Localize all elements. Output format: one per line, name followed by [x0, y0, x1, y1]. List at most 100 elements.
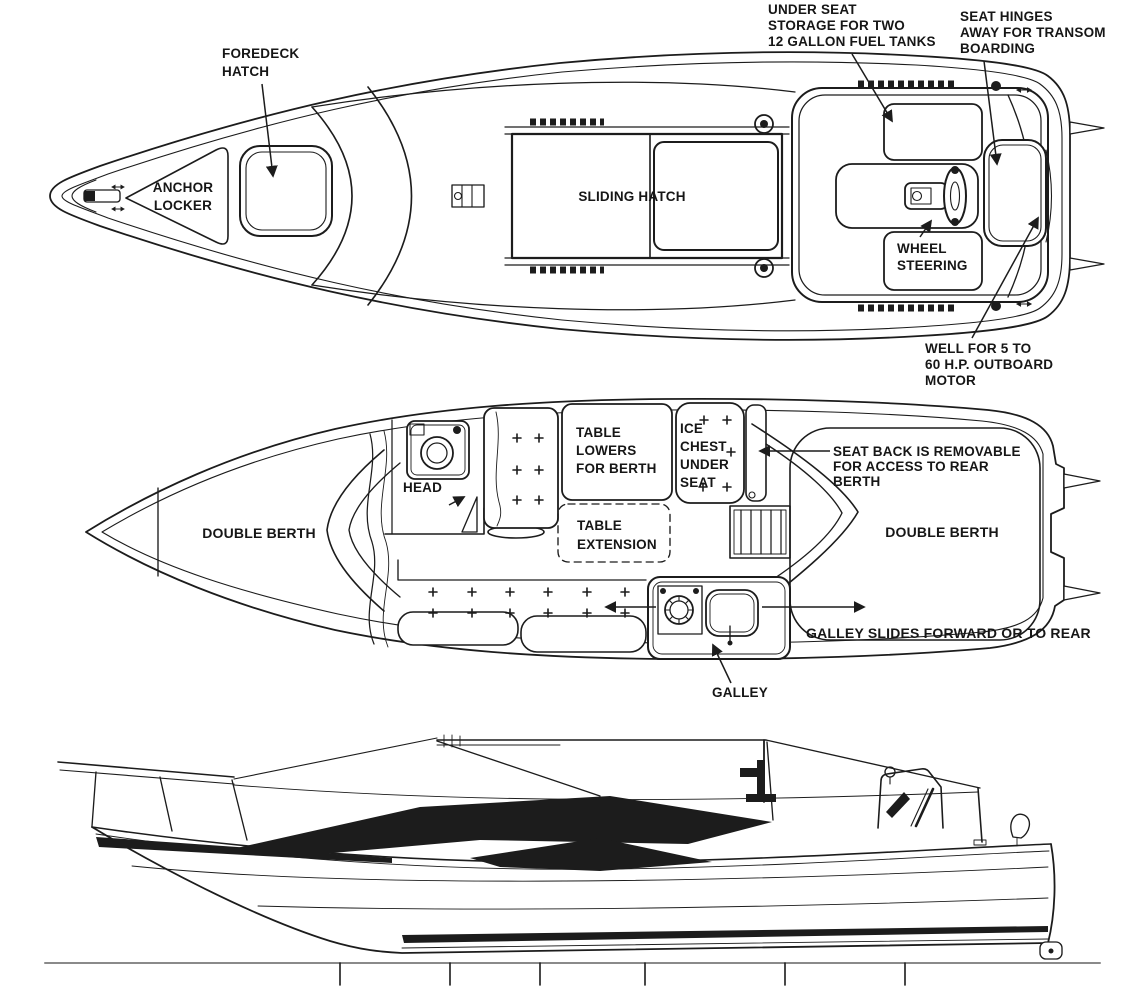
keel-line2 — [401, 938, 1049, 949]
sink-basin-inner — [709, 593, 755, 633]
steering-wheel-icon — [943, 167, 967, 225]
stern-cleat-base — [991, 301, 1001, 311]
sink-drain — [727, 640, 733, 646]
leader-outboard-well — [971, 216, 1039, 339]
steering-wheel-hub — [949, 181, 961, 211]
cockpit-seat-aft — [883, 231, 983, 291]
leader-wheel-steering — [919, 219, 933, 238]
label-ice-chest: UNDER — [680, 457, 729, 472]
mast-step-bars — [461, 184, 473, 208]
vberth-chevron-inner — [348, 462, 401, 598]
label-under-seat-storage: UNDER SEAT — [768, 2, 857, 17]
label-ice-chest: SEAT — [680, 475, 716, 490]
bow-pulpit-rail2 — [59, 769, 235, 785]
mast-fitting — [757, 760, 765, 800]
leader-foredeck-hatch — [261, 83, 278, 178]
toilet-bowl — [420, 436, 454, 470]
windshield-front-edge — [436, 740, 601, 797]
cabin-window-band — [232, 796, 772, 855]
label-wheel-steering: STEERING — [897, 258, 968, 273]
label-anchor-locker: ANCHOR — [153, 180, 213, 195]
cockpit-outline — [791, 87, 1049, 303]
label-seat-back-removable: SEAT BACK IS REMOVABLE — [833, 444, 1021, 459]
head-unit-inner — [410, 424, 466, 476]
settee-cushion — [397, 611, 519, 646]
deck-hull-outline — [49, 51, 1071, 341]
label-double-berth-aft: DOUBLE BERTH — [885, 524, 999, 540]
label-seat-back-removable: BERTH — [833, 474, 881, 489]
label-table-lowers: TABLE — [576, 425, 621, 440]
stove-knob — [693, 588, 699, 594]
label-seat-back-removable: FOR ACCESS TO REAR — [833, 459, 989, 474]
vberth-cushion-drape — [380, 430, 390, 648]
label-ice-chest: CHEST — [680, 439, 727, 454]
windshield-aft-edge — [766, 741, 774, 821]
companionway-steps — [729, 505, 791, 559]
head-corner-fitting — [409, 423, 425, 436]
mast-step — [451, 184, 485, 208]
steering-hub-inner — [910, 187, 932, 205]
leader-galley — [711, 643, 732, 684]
rear-chevron-outer — [751, 423, 859, 613]
cabin-front-arc — [311, 106, 353, 286]
side-deck-line-top — [311, 81, 796, 108]
profile-view — [44, 734, 1101, 986]
cockpit-window-band — [470, 838, 712, 871]
stern-cleat — [1010, 813, 1031, 839]
companionway-step-slats — [740, 509, 782, 555]
bow-cleat-arrow-icon — [110, 184, 126, 190]
transom-seat-cushion — [988, 144, 1042, 242]
rear-chevron-inner — [765, 443, 843, 585]
helm-wheel-line2 — [910, 788, 929, 827]
label-outboard-well: MOTOR — [925, 373, 976, 388]
plus-marks-ice-chest — [698, 415, 736, 492]
label-outboard-well: 60 H.P. OUTBOARD — [925, 357, 1053, 372]
leader-head — [448, 496, 466, 508]
fuel-storage-seat — [883, 103, 983, 161]
pulpit-legs — [91, 771, 248, 841]
dinette-seat-back — [483, 407, 559, 529]
plus-marks-settee — [428, 587, 630, 618]
winch-center — [760, 120, 768, 128]
scale-ticks — [339, 962, 906, 986]
transom-fitting-spike — [1069, 257, 1105, 271]
leader-under-seat-storage — [851, 53, 893, 123]
boottop-stripe — [402, 926, 1048, 943]
head-door-triangle — [461, 496, 478, 533]
bow-pulpit-rail — [57, 761, 235, 778]
label-table-lowers: LOWERS — [576, 443, 636, 458]
aft-seat-back — [745, 404, 767, 502]
deck-plan-view: FOREDECK HATCH UNDER SEAT STORAGE FOR TW… — [49, 2, 1106, 388]
label-head: HEAD — [403, 480, 442, 495]
ice-chest-seat — [675, 402, 745, 504]
toilet-bowl-inner — [426, 442, 448, 464]
motor-well-arc — [1045, 149, 1053, 243]
vberth-cushion-drape — [366, 433, 376, 645]
helm-wheel-line — [914, 787, 935, 828]
bow-cleat-end — [84, 191, 95, 201]
label-foredeck-hatch: FOREDECK — [222, 46, 299, 61]
stove-burner-spokes — [664, 595, 694, 625]
label-galley: GALLEY — [712, 685, 768, 700]
foredeck-hatch-inner — [245, 151, 327, 231]
label-seat-hinges: SEAT HINGES — [960, 9, 1053, 24]
chine-line — [131, 865, 1049, 882]
label-table-extension: TABLE — [577, 518, 622, 533]
windshield-arc — [367, 86, 413, 306]
sliding-hatch-panel — [653, 141, 779, 251]
label-galley-slides: GALLEY SLIDES FORWARD OR TO REAR — [806, 625, 1091, 641]
transom-fitting-spike — [1063, 585, 1101, 601]
hull-stem-keel — [91, 826, 1049, 954]
side-deck-line-bottom — [311, 284, 796, 311]
forestay-line — [233, 737, 438, 780]
vberth-chevron-outer — [326, 449, 385, 612]
foredeck-hatch-shape — [239, 145, 333, 237]
dinette-seat-back-seam — [495, 411, 502, 527]
label-ice-chest: ICE — [680, 421, 703, 436]
transom-fitting-spike — [1069, 121, 1105, 135]
wheel-knob — [951, 218, 959, 226]
head-pump-knob — [453, 426, 461, 434]
bow-cleat-arrow-icon — [110, 206, 126, 212]
anchor-locker-shape — [125, 147, 229, 245]
galley-slide-rail — [397, 559, 647, 581]
